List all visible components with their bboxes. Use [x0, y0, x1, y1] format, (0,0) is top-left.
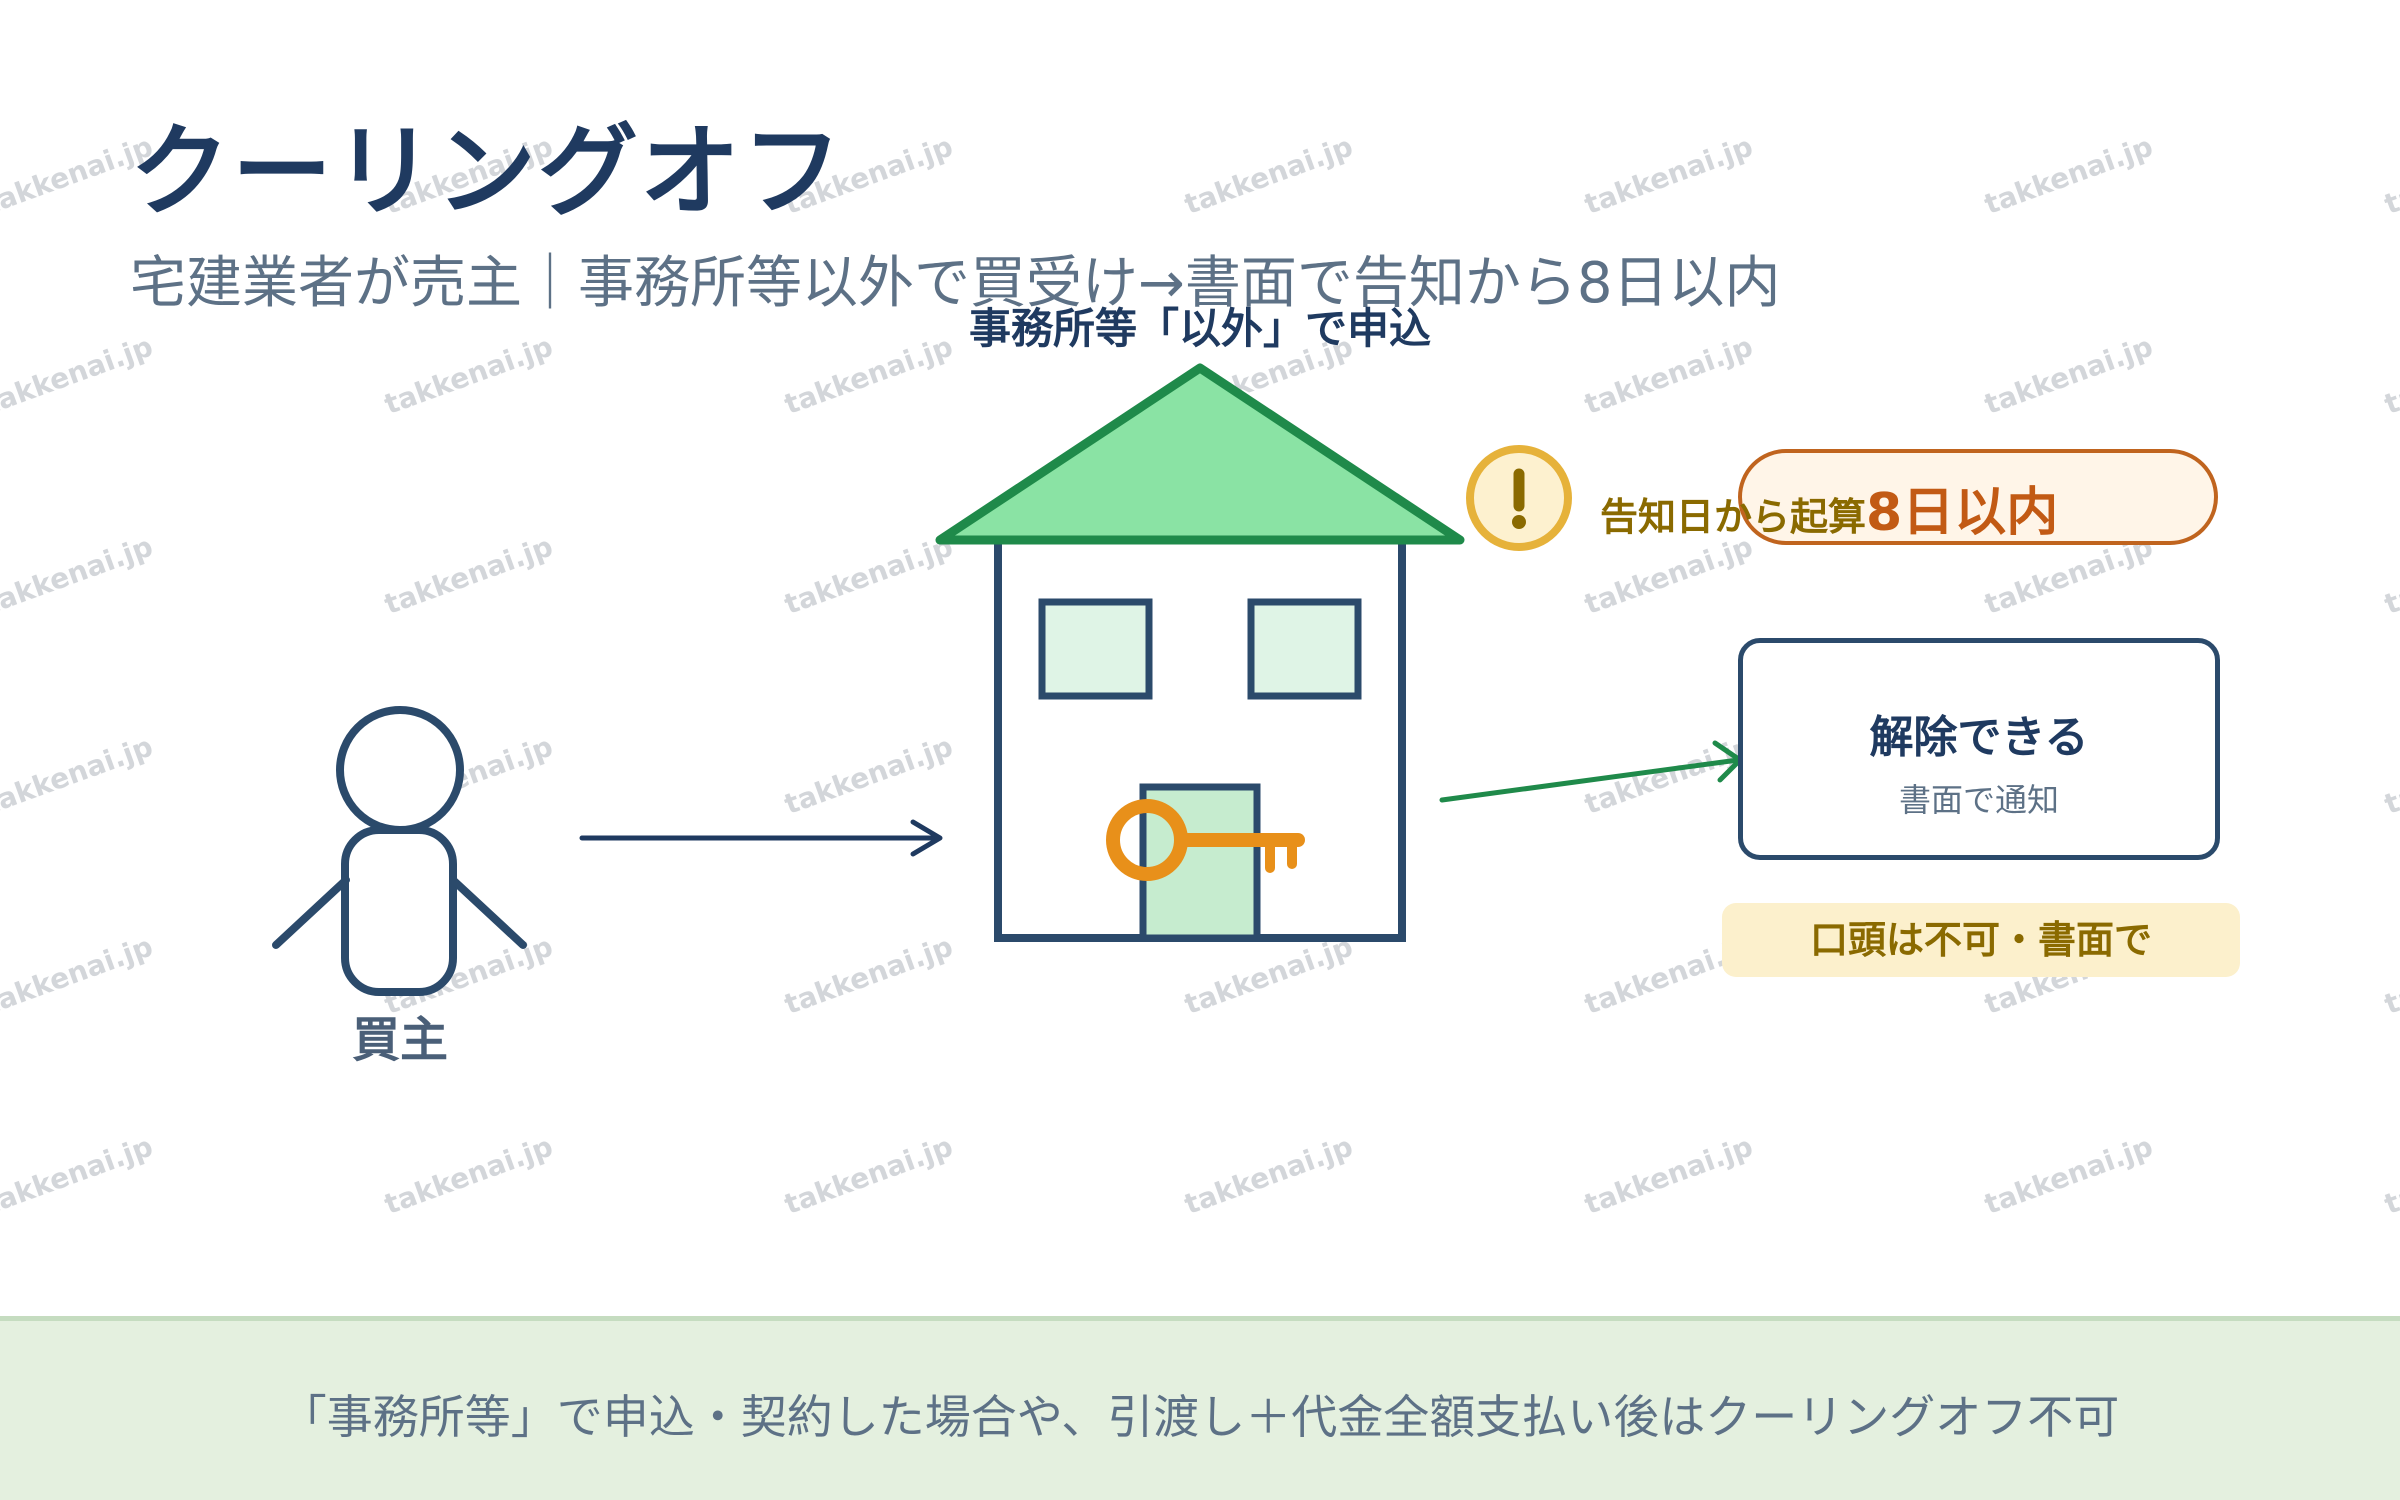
- arrow-buyer-to-house: [579, 819, 943, 857]
- footer-banner: 「事務所等」で申込・契約した場合や、引渡し＋代金全額支払い後はクーリングオフ不可: [0, 1316, 2400, 1500]
- buyer-figure-icon: [272, 706, 527, 996]
- arrow-house-to-result: [1439, 740, 1743, 803]
- page-subtitle: 宅建業者が売主｜事務所等以外で買受け→書面で告知から8日以内: [130, 251, 1781, 316]
- deadline-pill: [1738, 449, 2218, 545]
- house-caption: 事務所等「以外」で申込: [968, 304, 1431, 353]
- house-icon: [935, 363, 1465, 942]
- warning-icon: [1466, 445, 1572, 551]
- key-icon: [1106, 799, 1305, 881]
- written-only-note: 口頭は不可・書面で: [1722, 903, 2240, 977]
- result-box: 解除できる 書面で通知: [1738, 638, 2220, 860]
- page-title: クーリングオフ: [130, 113, 844, 230]
- deadline-highlight: 8日以内: [1866, 483, 2059, 543]
- result-title: 解除できる: [1869, 712, 2089, 763]
- deadline-notice: 告知日から起算8日以内: [1600, 483, 2059, 543]
- buyer-label: 買主: [351, 1012, 448, 1068]
- footer-text: 「事務所等」で申込・契約した場合や、引渡し＋代金全額支払い後はクーリングオフ不可: [280, 1390, 2120, 1444]
- result-subtitle: 書面で通知: [1898, 781, 2059, 819]
